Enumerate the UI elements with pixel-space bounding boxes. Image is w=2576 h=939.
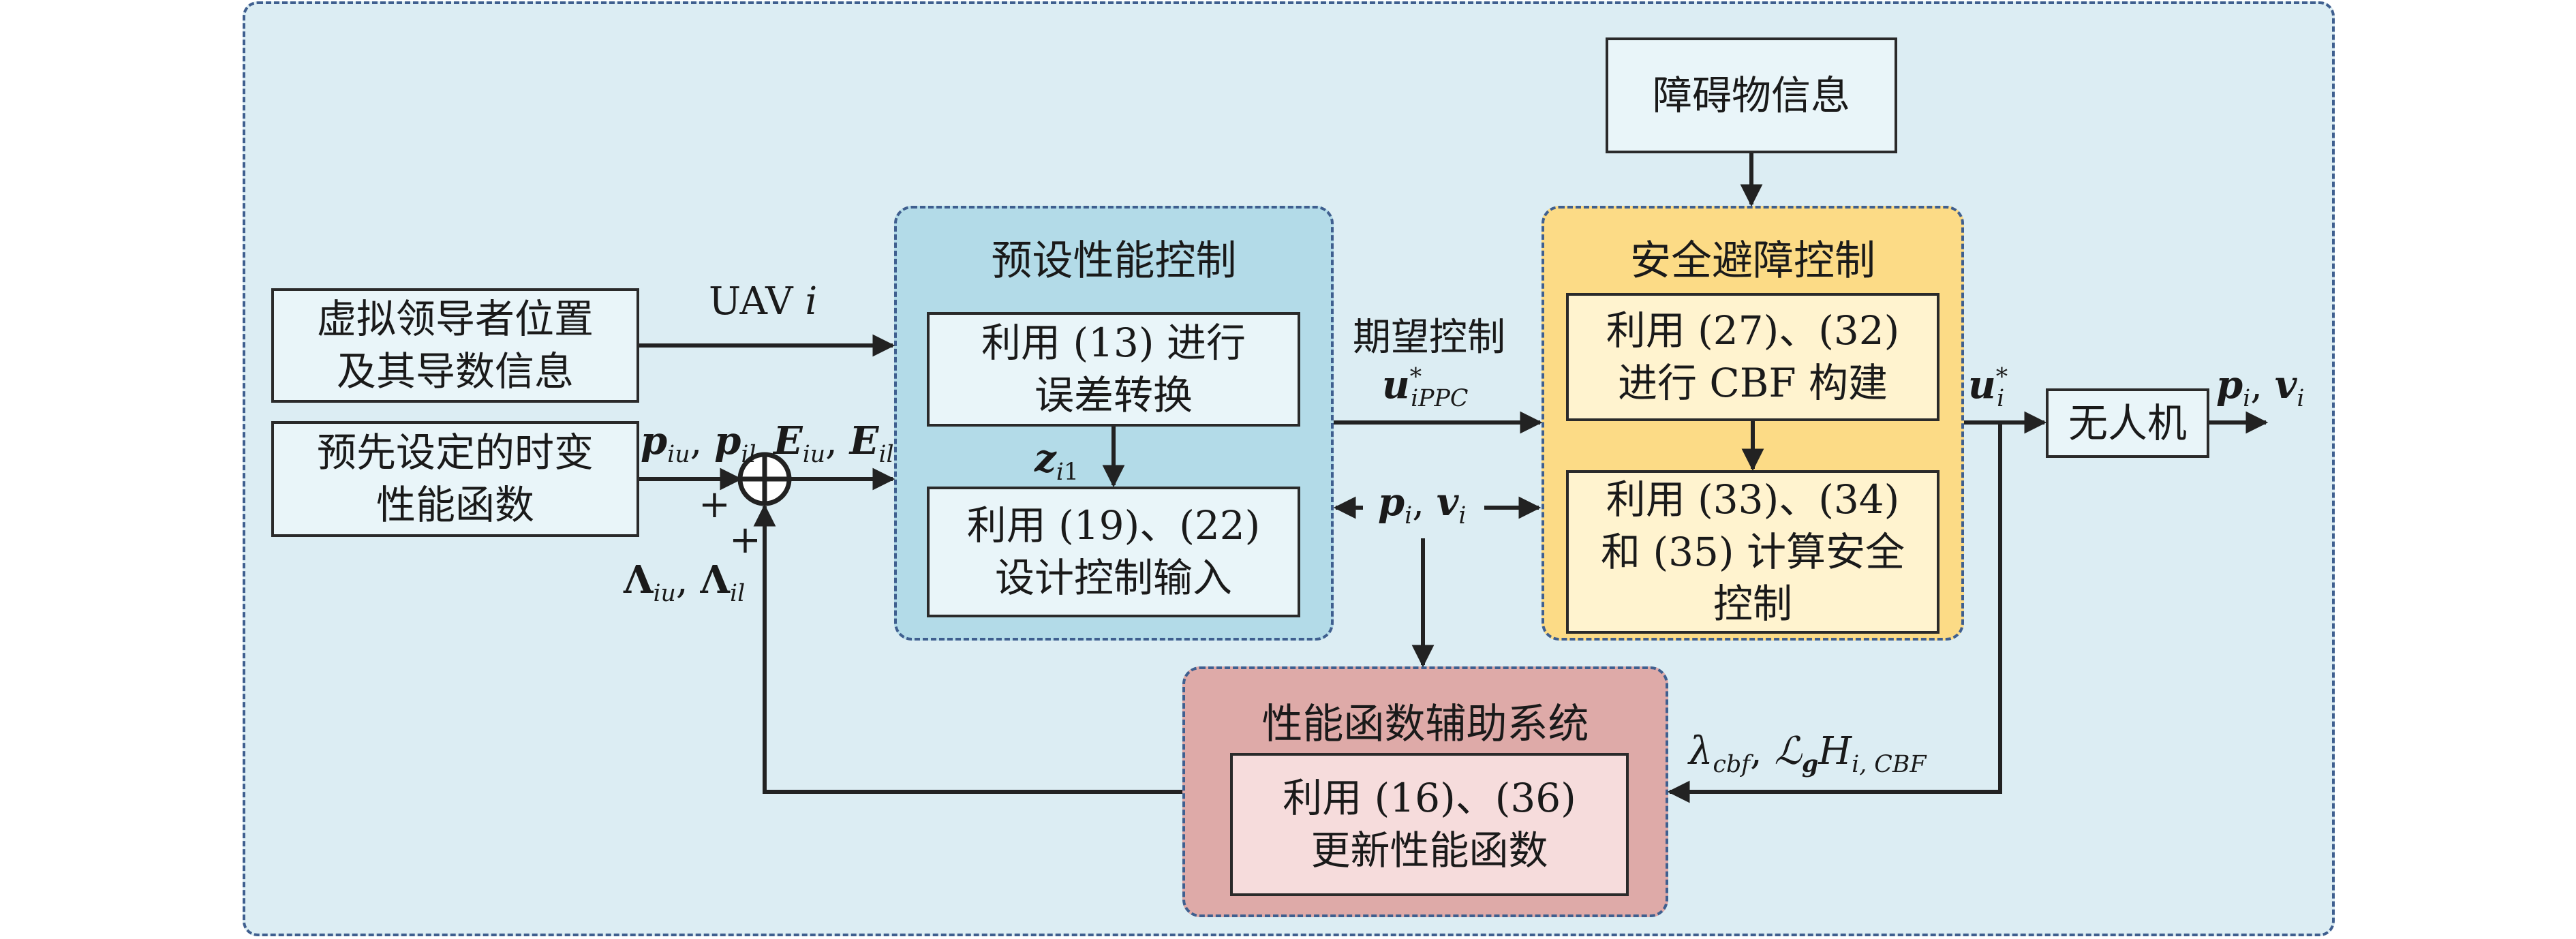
sum-junction bbox=[737, 452, 792, 506]
obstacle-info-box: 障碍物信息 bbox=[1606, 37, 1897, 153]
perf-func-box: 预先设定的时变 性能函数 bbox=[271, 421, 639, 537]
u-i-star-label: u*i bbox=[1968, 363, 2008, 413]
uav-i-text: UAV bbox=[709, 279, 793, 324]
uav-i-var: i bbox=[805, 279, 818, 324]
uav-box-label: 无人机 bbox=[2068, 399, 2187, 446]
desired-control-label: 期望控制 bbox=[1353, 315, 1505, 360]
ppc-title: 预设性能控制 bbox=[991, 237, 1237, 285]
lambda-cbf-label: λcbf, ℒgHi, CBF bbox=[1689, 729, 1927, 779]
ppc-control-input-box: 利用 (19)、(22) 设计控制输入 bbox=[927, 487, 1300, 617]
plus-sign-left: + bbox=[699, 482, 731, 527]
p-iu-p-il-label: piu, pil bbox=[641, 418, 756, 469]
cbf-construct-box: 利用 (27)、(32) 进行 CBF 构建 bbox=[1566, 293, 1939, 421]
obstacle-info-label: 障碍物信息 bbox=[1652, 72, 1850, 119]
update-perf-box: 利用 (16)、(36) 更新性能函数 bbox=[1230, 753, 1629, 896]
plus-sign-bottom: + bbox=[729, 518, 761, 562]
z-i1-label: zi1 bbox=[1034, 436, 1079, 487]
p-v-output-label: pi, vi bbox=[2216, 363, 2305, 413]
safety-box2-line1: 利用 (33)、(34) bbox=[1606, 476, 1900, 523]
uav-i-label: UAV i bbox=[709, 279, 817, 324]
virtual-leader-box: 虚拟领导者位置 及其导数信息 bbox=[271, 288, 639, 403]
ppc-box2-line2: 设计控制输入 bbox=[994, 555, 1232, 601]
safety-box2-line2: 和 (35) 计算安全 bbox=[1601, 528, 1905, 575]
perf-func-line2: 性能函数 bbox=[375, 482, 534, 528]
safety-box2-line3: 控制 bbox=[1713, 581, 1792, 628]
ppc-box1-line1: 利用 (13) 进行 bbox=[981, 320, 1246, 367]
e-iu-e-il-label: Eiu, Eil bbox=[773, 418, 894, 469]
perf-func-line1: 预先设定的时变 bbox=[316, 429, 594, 476]
aux-box-line1: 利用 (16)、(36) bbox=[1283, 775, 1576, 822]
feedback-to-aux-line bbox=[1667, 422, 2002, 803]
safety-title: 安全避障控制 bbox=[1630, 237, 1875, 285]
ppc-box2-line1: 利用 (19)、(22) bbox=[966, 502, 1261, 549]
u-ippc-label: u*iPPC bbox=[1382, 363, 1469, 413]
aux-title: 性能函数辅助系统 bbox=[1261, 701, 1589, 748]
safe-control-box: 利用 (33)、(34) 和 (35) 计算安全 控制 bbox=[1566, 470, 1939, 634]
aux-to-sum-line bbox=[753, 504, 1182, 794]
aux-box-line2: 更新性能函数 bbox=[1310, 827, 1548, 874]
ppc-error-transform-box: 利用 (13) 进行 误差转换 bbox=[927, 312, 1300, 427]
lambda-iu-il-label: Λiu, Λil bbox=[624, 557, 746, 608]
uav-box: 无人机 bbox=[2046, 388, 2209, 458]
virtual-leader-line2: 及其导数信息 bbox=[336, 348, 574, 395]
safety-box1-line1: 利用 (27)、(32) bbox=[1606, 307, 1900, 354]
virtual-leader-line1: 虚拟领导者位置 bbox=[316, 296, 594, 343]
p-v-state-label: pi, vi bbox=[1378, 480, 1467, 530]
ppc-box1-line2: 误差转换 bbox=[1034, 372, 1193, 418]
safety-box1-line2: 进行 CBF 构建 bbox=[1617, 360, 1888, 406]
